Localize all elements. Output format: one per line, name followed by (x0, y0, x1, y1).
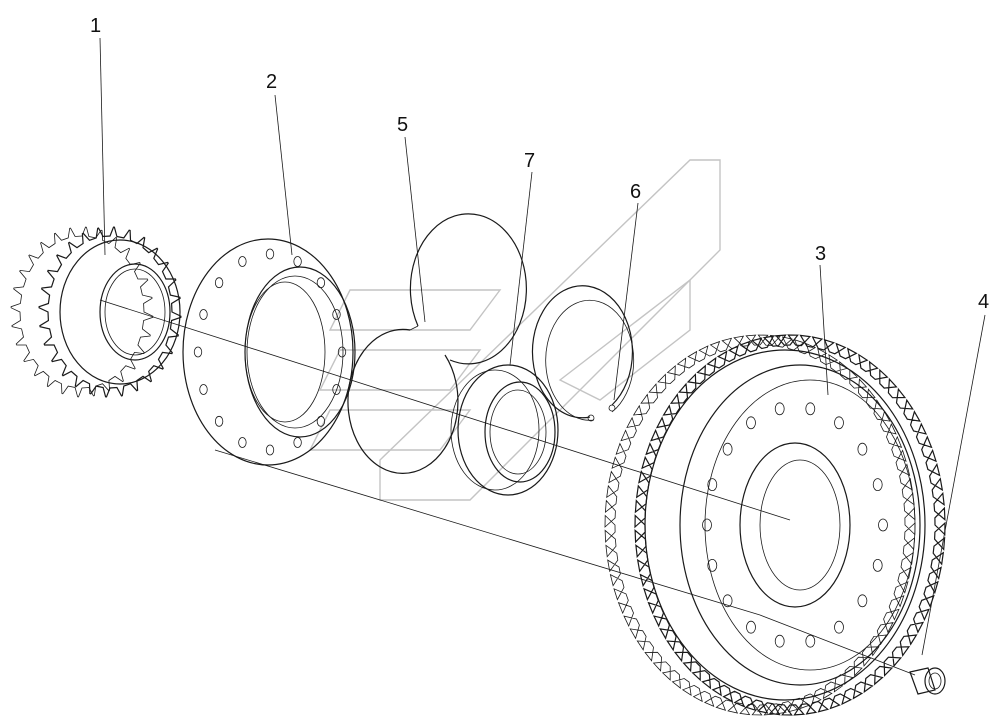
gear-teeth-outline (38, 226, 182, 398)
gear-bolt-hole (834, 620, 844, 634)
gear-bolt-hole (857, 442, 868, 456)
gear-bolt-hole (834, 416, 844, 430)
flange-bolt-hole (332, 309, 341, 320)
flange-bolt-hole (316, 277, 326, 289)
callout-3: 3 (815, 243, 826, 265)
gear-bolt-hole (722, 442, 733, 456)
gear-teeth-face (10, 226, 154, 398)
gear-bolt-hole (805, 634, 816, 648)
gear-bolt-hole (746, 620, 756, 634)
flange-bolt-hole (293, 256, 302, 267)
flange-bolt-hole (316, 415, 326, 427)
gear-teeth-outline (634, 334, 946, 716)
callouts: 1 2 3 4 5 6 7 (90, 15, 989, 656)
callout-6: 6 (630, 181, 641, 203)
flange-bolt-hole (238, 437, 247, 448)
gear-bolt-hole (872, 559, 883, 572)
gear-bolt-hole (746, 416, 756, 430)
gear-bolt-hole (707, 478, 718, 492)
assembly-axis-lines (99, 299, 916, 676)
callout-7: 7 (524, 150, 535, 172)
gear-bolt-hole (857, 594, 868, 608)
gear-bolt-hole (702, 518, 712, 532)
bearing (450, 364, 559, 496)
flange-ring (182, 238, 356, 466)
gear-bolt-hole (774, 402, 785, 416)
callout-1: 1 (90, 15, 101, 37)
snap-ring (531, 285, 635, 422)
gear-large (604, 334, 946, 716)
gear-bolt-hole (872, 478, 883, 492)
flange-bolt-hole (265, 248, 275, 260)
split-ring (347, 213, 527, 474)
flange-bolt-hole (293, 437, 302, 448)
gear-small (10, 226, 182, 398)
flange-bolt-hole (214, 415, 224, 427)
callout-2: 2 (266, 71, 277, 93)
bolt (909, 667, 946, 695)
gear-teeth-face (604, 334, 916, 716)
callout-5: 5 (397, 114, 408, 136)
gear-bolt-hole (805, 402, 816, 416)
flange-bolt-hole (238, 256, 247, 267)
flange-bolt-hole (332, 384, 341, 395)
flange-bolt-hole (337, 346, 347, 358)
flange-bolt-hole (199, 309, 208, 320)
gear-bolt-hole (774, 634, 785, 648)
flange-bolt-hole (214, 277, 224, 289)
flange-bolt-hole (265, 444, 275, 456)
gear-bolt-hole (707, 559, 718, 572)
flange-bolt-hole (199, 384, 208, 395)
callout-4: 4 (978, 291, 989, 313)
gear-bolt-hole (878, 518, 888, 532)
flange-bolt-hole (193, 346, 203, 358)
gear-bolt-hole (722, 594, 733, 608)
